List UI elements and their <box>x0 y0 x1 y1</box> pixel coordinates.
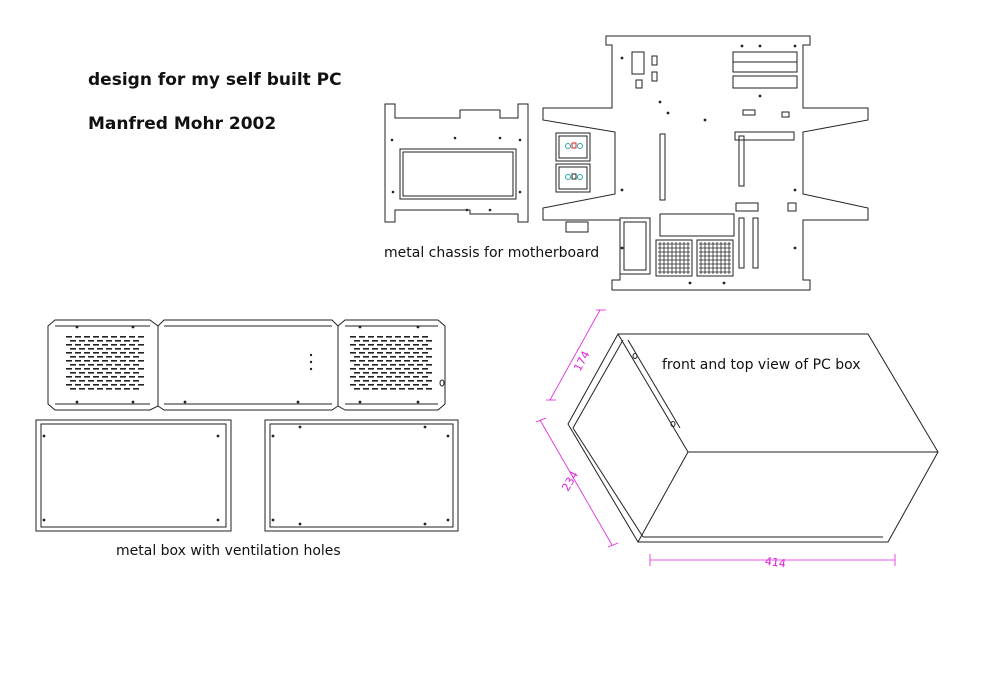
dimension-label-height: 234 <box>559 469 581 494</box>
caption-chassis: metal chassis for motherboard <box>384 245 600 261</box>
io-module-plates <box>555 132 591 193</box>
caption-box: metal box with ventilation holes <box>116 543 341 559</box>
author-line: Manfred Mohr 2002 <box>88 114 277 134</box>
dimension-label-width: 414 <box>764 555 787 571</box>
box-sleeve-unfolded <box>47 319 446 411</box>
dimension-lines <box>535 309 896 566</box>
motherboard-tray-plate <box>384 103 529 223</box>
side-panels <box>35 419 459 532</box>
caption-isometric: front and top view of PC box <box>662 357 861 373</box>
drawing-title: design for my self built PC <box>88 70 342 90</box>
isometric-pc-box <box>567 333 939 543</box>
dimension-label-depth: 174 <box>571 349 592 374</box>
motherboard-chassis <box>542 35 869 291</box>
